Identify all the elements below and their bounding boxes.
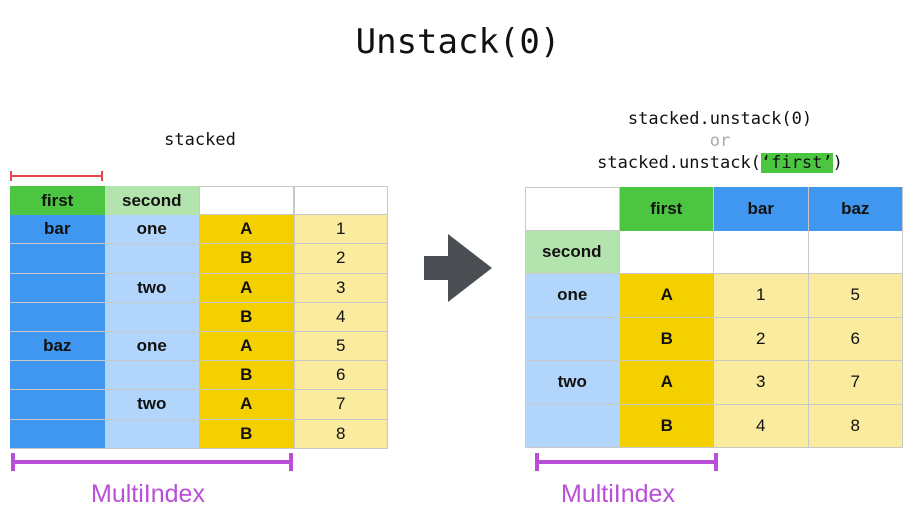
value-cell: 8 <box>293 419 388 449</box>
unstack-code-line-2: stacked.unstack(‘first’) <box>560 152 880 174</box>
second-level-cell: two <box>104 390 199 420</box>
left-multiindex-label: MultiIndex <box>91 480 205 508</box>
first-level-bracket <box>10 171 103 181</box>
inner-index-cell: B <box>199 361 294 391</box>
blank-header <box>199 186 294 216</box>
value-cell: 7 <box>808 361 903 405</box>
or-label: or <box>709 131 731 151</box>
value-cell: 6 <box>293 361 388 391</box>
second-level-cell <box>104 361 199 391</box>
blank-cell <box>808 230 903 274</box>
right-multiindex-bracket <box>535 453 718 471</box>
unstack-code-line-1: stacked.unstack(0) <box>627 109 813 129</box>
second-level-cell: two <box>525 361 620 405</box>
diagram-title: Unstack(0) <box>355 22 561 62</box>
first-level-cell <box>10 244 105 274</box>
second-header: second <box>525 230 620 274</box>
inner-index-cell: A <box>619 274 714 318</box>
second-level-cell <box>525 317 620 361</box>
inner-index-cell: A <box>199 332 294 362</box>
second-level-cell: one <box>104 215 199 245</box>
corner-cell <box>525 187 620 231</box>
inner-index-cell: A <box>199 390 294 420</box>
value-cell: 1 <box>293 215 388 245</box>
right-multiindex-label: MultiIndex <box>561 480 675 508</box>
value-cell: 1 <box>714 274 809 318</box>
inner-index-cell: B <box>199 302 294 332</box>
first-header: first <box>619 187 714 231</box>
first-level-cell: baz <box>10 332 105 362</box>
value-cell: 3 <box>293 273 388 303</box>
second-level-cell <box>525 404 620 448</box>
blank-cell <box>714 230 809 274</box>
unstack-code-prefix: stacked.unstack( <box>597 153 761 173</box>
first-level-cell <box>10 302 105 332</box>
first-header: first <box>10 186 105 216</box>
value-cell: 2 <box>714 317 809 361</box>
inner-index-cell: A <box>199 273 294 303</box>
inner-index-cell: B <box>199 244 294 274</box>
second-level-cell: one <box>104 332 199 362</box>
left-multiindex-bracket <box>11 453 293 471</box>
value-cell: 5 <box>293 332 388 362</box>
unstack-code-suffix: ) <box>832 153 843 173</box>
second-level-cell <box>104 419 199 449</box>
inner-index-cell: A <box>619 361 714 405</box>
inner-index-cell: B <box>199 419 294 449</box>
second-level-cell: two <box>104 273 199 303</box>
value-cell: 5 <box>808 274 903 318</box>
transform-arrow-icon <box>424 234 492 302</box>
inner-index-cell: B <box>619 317 714 361</box>
second-level-cell: one <box>525 274 620 318</box>
first-arg-highlight: ‘first’ <box>760 153 833 173</box>
value-cell: 7 <box>293 390 388 420</box>
value-cell: 4 <box>293 302 388 332</box>
column-bar-header: bar <box>714 187 809 231</box>
second-level-cell <box>104 244 199 274</box>
value-cell: 6 <box>808 317 903 361</box>
value-cell: 3 <box>714 361 809 405</box>
column-baz-header: baz <box>808 187 903 231</box>
inner-index-cell: B <box>619 404 714 448</box>
second-header: second <box>104 186 199 216</box>
second-level-cell <box>104 302 199 332</box>
blank-cell <box>619 230 714 274</box>
unstack-caption: stacked.unstack(0) or stacked.unstack(‘f… <box>560 108 880 174</box>
first-level-cell: bar <box>10 215 105 245</box>
inner-index-cell: A <box>199 215 294 245</box>
first-level-cell <box>10 361 105 391</box>
first-level-cell <box>10 390 105 420</box>
blank-header <box>293 186 388 216</box>
value-cell: 4 <box>714 404 809 448</box>
first-level-cell <box>10 419 105 449</box>
first-level-cell <box>10 273 105 303</box>
value-cell: 2 <box>293 244 388 274</box>
value-cell: 8 <box>808 404 903 448</box>
stacked-caption: stacked <box>164 130 236 150</box>
